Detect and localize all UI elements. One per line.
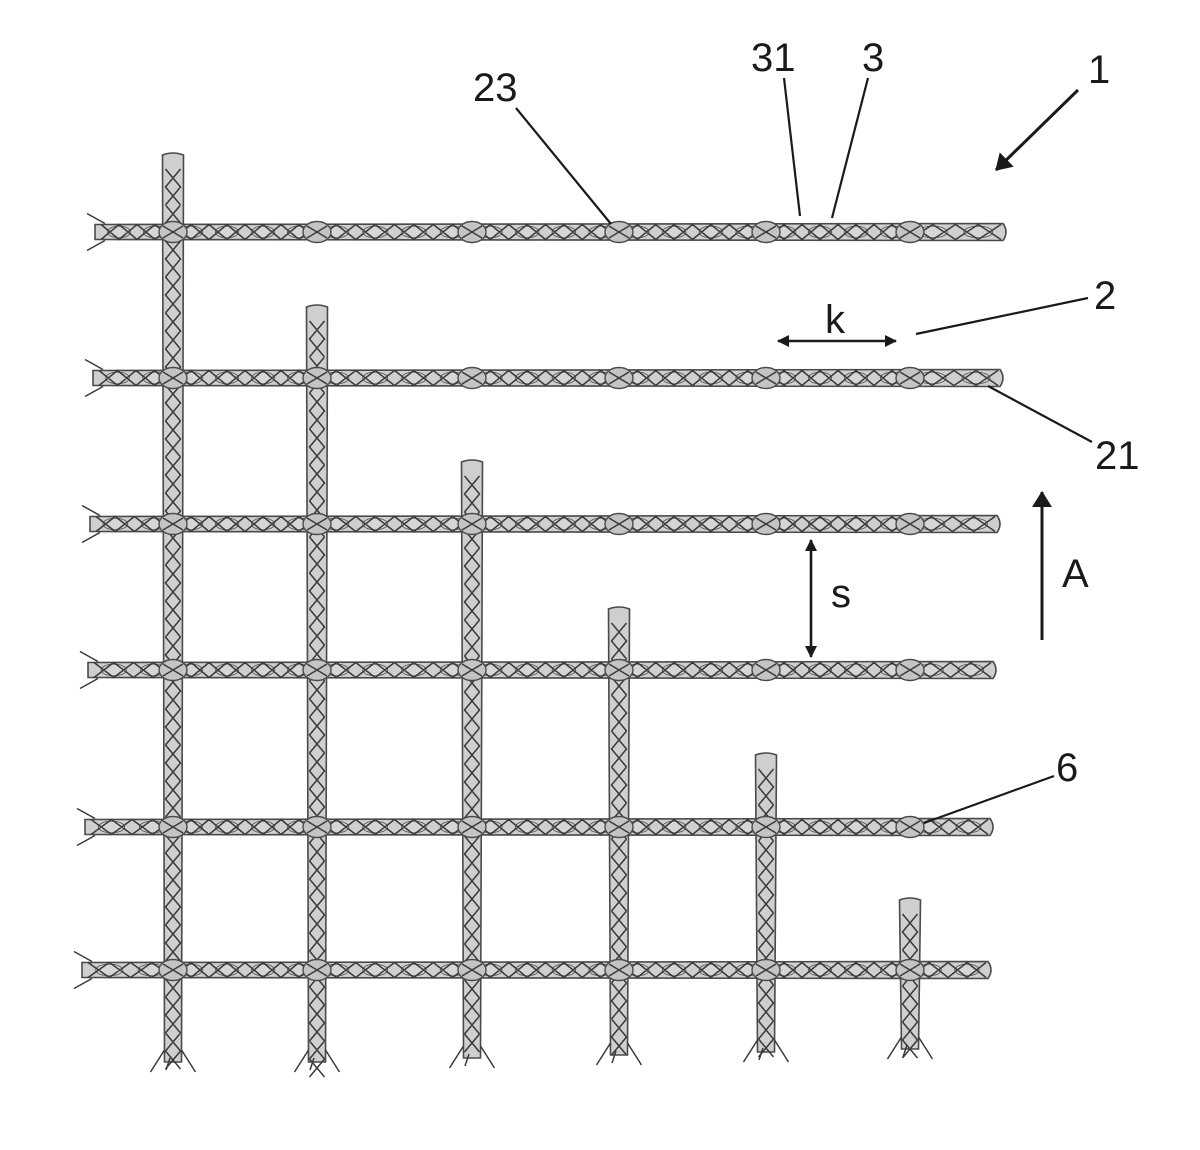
yarn-crossing-binding [306, 225, 328, 239]
warp-yarn-frayed-end [742, 1039, 790, 1063]
weft-yarn-twist [100, 223, 1002, 241]
yarn-crossing-binding [162, 820, 184, 834]
yarn-crossing-binding [461, 663, 483, 677]
reference-21: 21 [987, 385, 1140, 478]
yarn-crossing-binding [306, 820, 328, 834]
weft-yarn-twist [95, 515, 996, 533]
warp-yarn-body [460, 459, 484, 1059]
yarn-crossing-binding [306, 663, 328, 677]
yarn-crossing-binding [755, 963, 777, 977]
reference-label-3: 3 [862, 36, 884, 80]
weft-yarn-frayed-end [86, 212, 106, 252]
reference-label-31: 31 [751, 36, 796, 80]
reference-label-1: 1 [1088, 48, 1110, 92]
warp-yarn [149, 152, 197, 1073]
yarn-crossing-binding [461, 225, 483, 239]
reference-23: 23 [473, 66, 612, 225]
dimension-label-s: s [831, 572, 851, 616]
warp-yarn-body [305, 304, 329, 1063]
yarn-crossing-binding [608, 663, 630, 677]
reference-31: 31 [751, 36, 802, 217]
reference-1: 1 [994, 48, 1110, 172]
dimension-s: s [805, 539, 851, 658]
dimension-k: k [777, 298, 897, 347]
reference-2: 2 [915, 274, 1116, 336]
weft-yarn-twist [98, 369, 999, 387]
yarn-crossing-binding [899, 663, 921, 677]
weft-yarn [76, 807, 994, 847]
warp-yarn-frayed-end [595, 1042, 643, 1066]
yarn-crossing-binding [608, 963, 630, 977]
weft-yarn-frayed-end [84, 358, 104, 398]
weft-yarn-frayed-end [81, 504, 101, 544]
weft-yarn [79, 650, 997, 690]
yarn-crossing-binding [899, 820, 921, 834]
yarn-crossing-binding [608, 225, 630, 239]
warp-yarn-body [754, 752, 778, 1053]
yarn-crossing-binding [306, 963, 328, 977]
reference-label-21: 21 [1095, 434, 1140, 478]
weft-yarns [73, 212, 1007, 990]
yarn-crossing-binding [162, 225, 184, 239]
yarn-crossing-binding [608, 371, 630, 385]
warp-yarn [448, 459, 496, 1069]
yarn-crossing-binding [755, 371, 777, 385]
warp-yarns [149, 152, 934, 1078]
yarn-crossing-binding [461, 963, 483, 977]
warp-yarn-frayed-end [448, 1045, 496, 1069]
weft-yarn-frayed-end [73, 950, 93, 990]
weft-yarn-frayed-end [79, 650, 99, 690]
weft-yarn [86, 212, 1007, 252]
reference-label-2: 2 [1094, 274, 1116, 318]
reference-label-6: 6 [1056, 746, 1078, 790]
yarn-crossing-binding [899, 225, 921, 239]
yarn-crossing-binding [755, 517, 777, 531]
yarn-crossing-binding [899, 517, 921, 531]
yarn-crossing-binding [461, 371, 483, 385]
yarn-crossing-binding [162, 963, 184, 977]
warp-yarn-frayed-end [149, 1049, 197, 1073]
yarn-crossing-binding [162, 663, 184, 677]
direction-label-a: A [1062, 552, 1089, 596]
yarn-crossing-binding [608, 517, 630, 531]
weft-yarn [81, 504, 1001, 544]
warp-yarn-frayed-end [293, 1049, 341, 1073]
yarn-crossing-binding [461, 820, 483, 834]
weft-yarn [73, 950, 992, 990]
yarn-crossing-binding [306, 371, 328, 385]
warp-yarn [742, 752, 790, 1063]
reference-3: 3 [830, 36, 884, 219]
direction-arrow-a: A [1032, 491, 1089, 640]
yarn-crossing-binding [306, 517, 328, 531]
reference-6: 6 [923, 746, 1078, 825]
weft-yarn-twist [87, 961, 987, 979]
yarn-crossing-binding [755, 820, 777, 834]
yarn-crossing-binding [162, 517, 184, 531]
yarn-crossing-binding [899, 371, 921, 385]
yarn-crossing-binding [162, 371, 184, 385]
warp-yarn-frayed-end [886, 1036, 934, 1060]
yarn-crossing-binding [461, 517, 483, 531]
weft-yarn [84, 358, 1004, 398]
yarn-crossing-binding [755, 225, 777, 239]
weft-yarn-twist [90, 818, 989, 836]
weft-yarn-twist [93, 661, 992, 679]
yarn-crossing-binding [755, 663, 777, 677]
yarn-crossing-binding [899, 963, 921, 977]
reference-label-23: 23 [473, 66, 518, 110]
warp-yarn [293, 304, 341, 1078]
dimension-label-k: k [825, 298, 846, 342]
weft-yarn-frayed-end [76, 807, 96, 847]
yarn-crossing-binding [608, 820, 630, 834]
